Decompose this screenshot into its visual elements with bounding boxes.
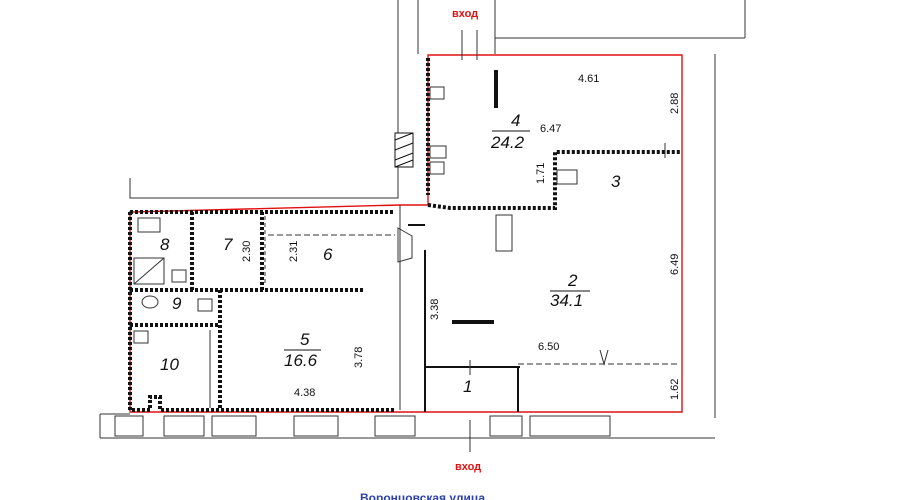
dim-4-38: 4.38	[294, 387, 315, 399]
room-5-number: 5	[300, 330, 310, 349]
room-2-area: 34.1	[550, 291, 583, 310]
building-outline	[99, 0, 746, 439]
room-2-number: 2	[567, 271, 578, 290]
exterior-walls	[128, 58, 680, 412]
entrance-bottom-label: вход	[455, 461, 481, 473]
entrance-markers	[461, 30, 666, 452]
dim-3-38: 3.38	[429, 299, 441, 320]
premises-boundary	[129, 54, 683, 413]
room-7-number: 7	[223, 235, 233, 254]
entrance-top-label: вход	[452, 8, 478, 20]
dim-1-62: 1.62	[669, 379, 681, 400]
room-1-number: 1	[463, 377, 472, 396]
room-3-number: 3	[611, 172, 621, 191]
dim-3-78: 3.78	[353, 347, 365, 368]
facade-windows	[114, 415, 611, 437]
room-8-number: 8	[160, 235, 170, 254]
dim-4-61: 4.61	[578, 73, 599, 85]
room-9-number: 9	[172, 294, 182, 313]
dim-2-31: 2.31	[288, 241, 300, 262]
dim-1-71: 1.71	[535, 163, 547, 184]
dim-2-88: 2.88	[669, 93, 681, 114]
dim-6-47: 6.47	[540, 123, 561, 135]
dim-6-50: 6.50	[538, 341, 559, 353]
dim-6-49: 6.49	[669, 254, 681, 275]
room-10-number: 10	[160, 355, 179, 374]
room-5-area: 16.6	[284, 351, 318, 370]
room-4-area: 24.2	[490, 133, 525, 152]
dim-2-30: 2.30	[241, 241, 253, 262]
street-name: Воронцовская улица	[360, 491, 485, 500]
room-6-number: 6	[323, 245, 333, 264]
fixtures	[133, 70, 609, 366]
room-4-number: 4	[511, 111, 520, 130]
interior-partitions	[209, 205, 680, 412]
